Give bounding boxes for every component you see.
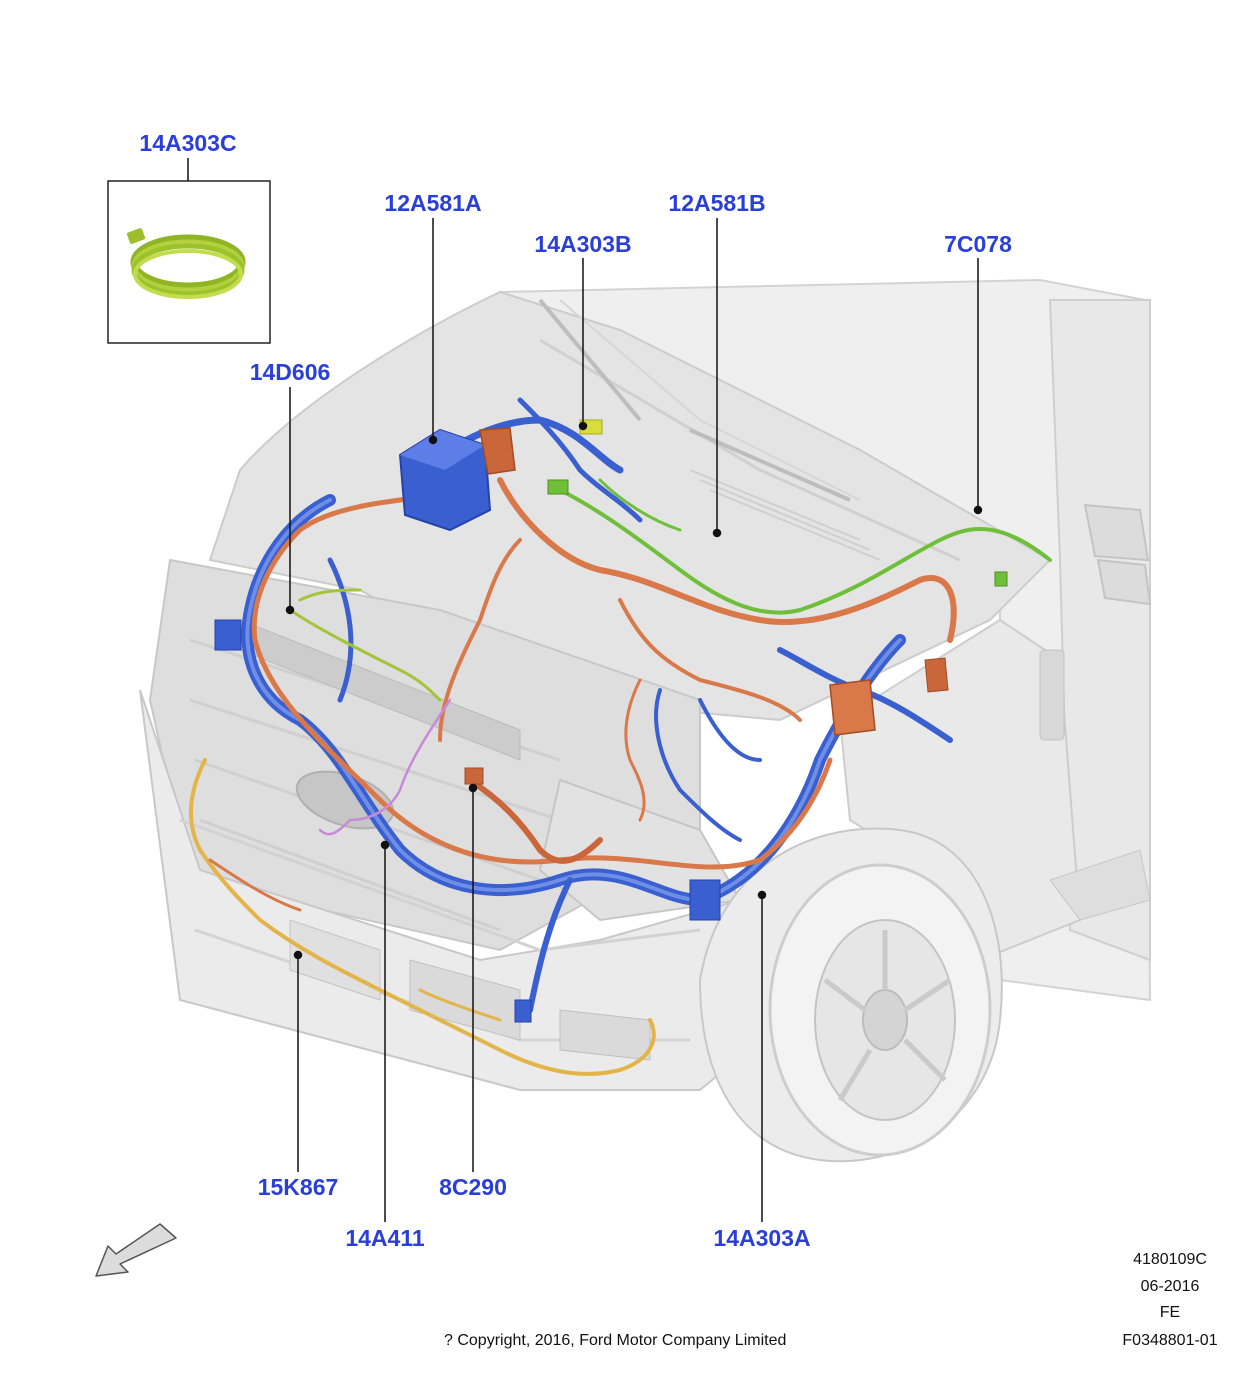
coiled-cable-icon <box>126 228 246 299</box>
harness-12A581 <box>497 477 957 643</box>
inset-panel <box>107 180 271 344</box>
callout-7C078: 7C078 <box>944 231 1012 257</box>
harness-15K867 <box>188 758 656 1076</box>
wiring-harnesses <box>188 397 1052 1076</box>
illustration-date: 06-2016 <box>1140 1278 1200 1295</box>
front-direction-arrow-icon <box>95 1223 177 1277</box>
copyright-notice: ? Copyright, 2016, Ford Motor Company Li… <box>444 1332 787 1349</box>
callout-14A303A: 14A303A <box>713 1225 811 1251</box>
callout-12A581A: 12A581A <box>384 190 482 216</box>
harness-orange-main <box>251 487 833 870</box>
harness-14A411 <box>318 698 452 836</box>
harness-7C078 <box>558 488 1052 615</box>
illustration-number: 4180109C <box>1133 1251 1207 1268</box>
callout-15K867: 15K867 <box>257 1174 339 1200</box>
region-code: FE <box>1159 1304 1181 1321</box>
figure-code: F0348801-01 <box>1122 1332 1218 1349</box>
components <box>214 419 1008 1023</box>
callout-14A303C: 14A303C <box>139 130 237 156</box>
harness-14D606 <box>288 608 442 702</box>
callout-8C290: 8C290 <box>439 1174 507 1200</box>
callout-14A411: 14A411 <box>345 1225 425 1251</box>
callout-14D606: 14D606 <box>249 359 331 385</box>
callout-14A303B: 14A303B <box>534 231 632 257</box>
leader-lines <box>187 158 983 1222</box>
callout-12A581B: 12A581B <box>668 190 766 216</box>
